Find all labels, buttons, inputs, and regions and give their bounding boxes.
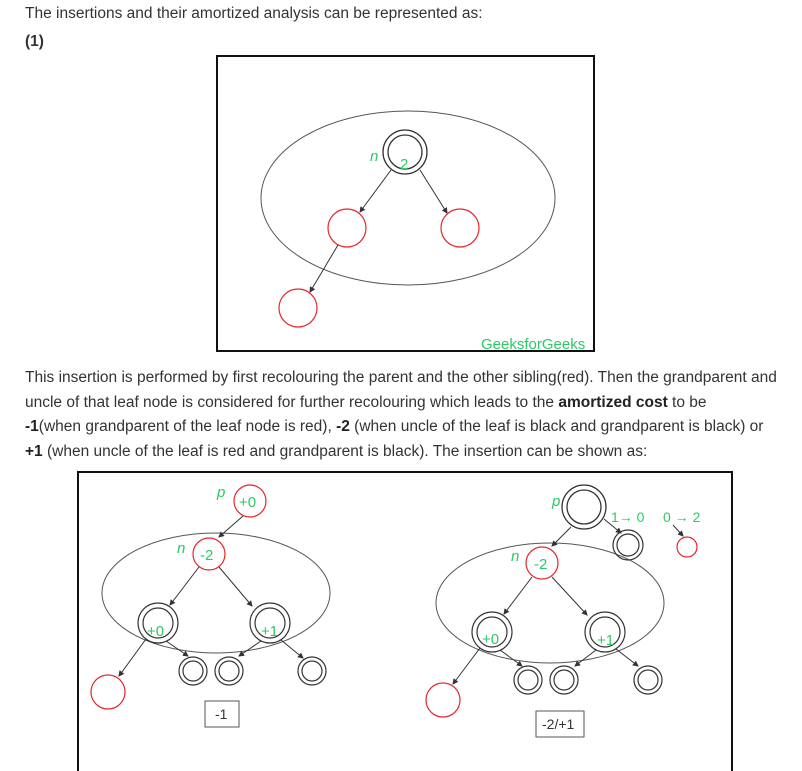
left-left-child-value: +0 xyxy=(147,623,164,640)
para-part5: (when uncle of the leaf is red and grand… xyxy=(42,442,648,460)
subtree-ellipse xyxy=(260,110,556,286)
left-right-child-value: +1 xyxy=(261,623,278,640)
right-transition-2: 0 → 2 xyxy=(663,509,701,525)
left-p-label: p xyxy=(216,484,225,501)
leaf-node xyxy=(278,288,318,328)
para-bold-plus1: +1 xyxy=(25,442,43,460)
para-bold-amortized: amortized cost xyxy=(558,393,668,411)
figure-1: n 2 GeeksforGeeks xyxy=(216,55,595,353)
node-label-n: n xyxy=(370,148,378,165)
right-left-child-value: +0 xyxy=(482,631,499,648)
para-part3: (when grandparent of the leaf node is re… xyxy=(38,418,337,435)
case-label: (1) xyxy=(25,33,44,50)
watermark: GeeksforGeeks xyxy=(481,336,585,353)
root-node-value: 2 xyxy=(400,156,408,173)
left-n-label: n xyxy=(177,540,185,557)
left-n-value: -2 xyxy=(200,547,213,564)
right-tree: p 1→ 0 0 → 2 n -2 +0 +1 xyxy=(425,484,701,738)
right-transition-1: 1→ 0 xyxy=(611,509,645,525)
left-p-value: +0 xyxy=(239,494,256,511)
figure-2: p +0 n -2 +0 +1 - xyxy=(77,471,733,771)
root-node xyxy=(382,129,428,175)
right-cost-box: -2/+1 xyxy=(542,716,575,732)
left-cost-box: -1 xyxy=(215,706,228,722)
left-tree: p +0 n -2 +0 +1 - xyxy=(90,484,331,728)
para-bold-minus1: -1 xyxy=(25,418,39,435)
right-p-label: p xyxy=(551,493,560,510)
figure-2-diagram: p +0 n -2 +0 +1 - xyxy=(90,484,701,738)
left-child-node xyxy=(327,208,367,248)
explanation-paragraph: This insertion is performed by first rec… xyxy=(25,366,795,464)
figure-1-diagram: n 2 GeeksforGeeks xyxy=(260,110,585,353)
para-bold-minus2: -2 xyxy=(336,418,350,435)
right-right-child-value: +1 xyxy=(597,632,614,649)
right-n-label: n xyxy=(511,548,519,565)
para-part4: (when uncle of the leaf is black and gra… xyxy=(349,418,764,435)
para-part2: to be xyxy=(667,393,707,411)
right-n-value: -2 xyxy=(534,556,547,573)
right-child-node xyxy=(440,208,480,248)
para-part1: This insertion is performed by first rec… xyxy=(25,369,777,411)
intro-text: The insertions and their amortized analy… xyxy=(25,5,483,22)
